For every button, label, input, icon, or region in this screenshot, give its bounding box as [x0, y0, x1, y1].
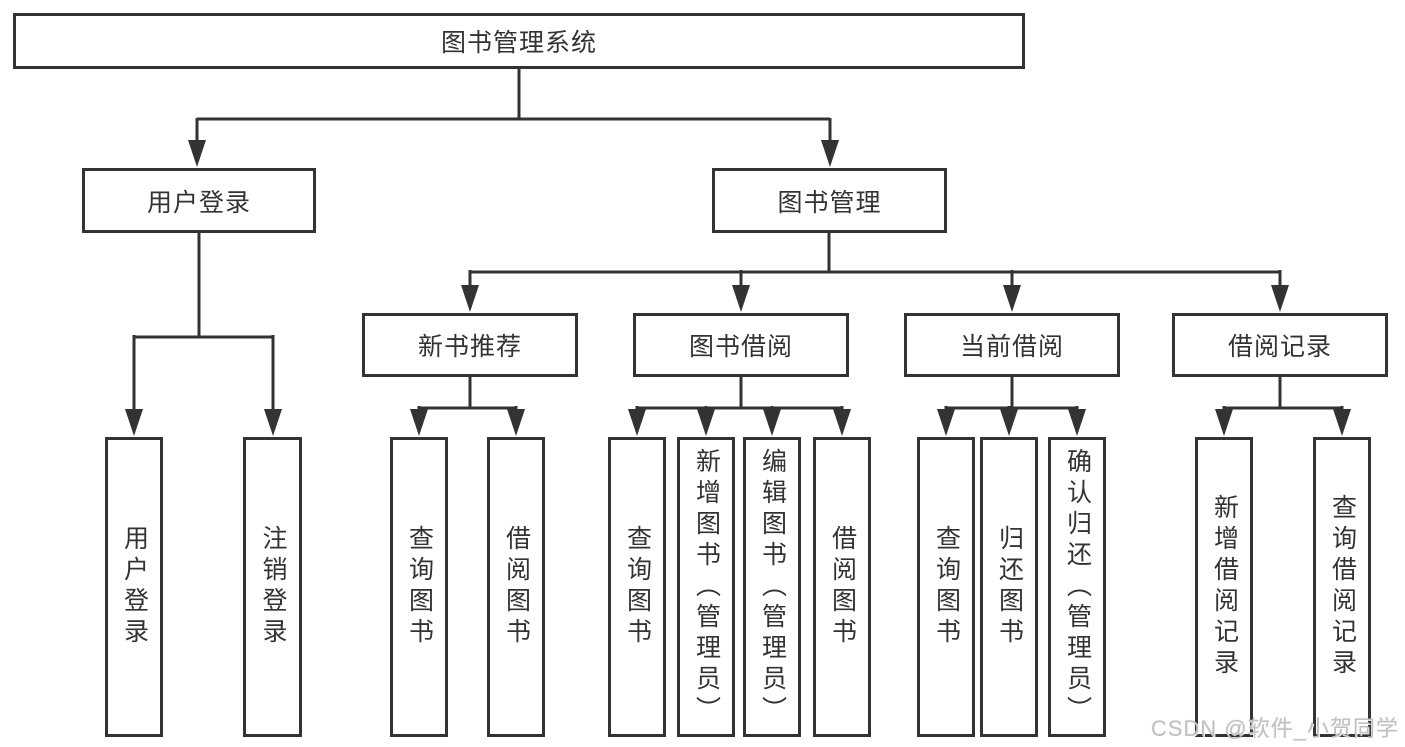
- arrowheads: [125, 140, 1351, 436]
- node-new-book-recommend-label: 新书推荐: [417, 333, 522, 361]
- connector-root-branch: [195, 68, 832, 145]
- leaf-return-books-label: 归还图书: [995, 525, 1024, 649]
- leaf-query-books-2-label: 查询图书: [623, 525, 652, 649]
- leaf-add-borrow-record-label: 新增借阅记录: [1210, 494, 1239, 680]
- arrow-to-leaf-borrow-books-2: [833, 409, 851, 436]
- connector-new-book-recommend-branch: [417, 376, 518, 416]
- leaf-add-book-admin-label: 新增图书（管理员）: [692, 447, 721, 727]
- connector-book-borrowing-branch: [635, 376, 844, 416]
- leaf-confirm-return-admin: 确认归还（管理员）: [1048, 437, 1106, 737]
- arrow-to-leaf-user-login: [125, 409, 143, 436]
- node-root: 图书管理系统: [13, 13, 1025, 69]
- arrow-to-leaf-logout: [264, 409, 282, 436]
- node-current-borrowing: 当前借阅: [904, 313, 1120, 377]
- node-borrowing-records: 借阅记录: [1172, 313, 1388, 377]
- node-root-label: 图书管理系统: [440, 29, 597, 57]
- leaf-edit-book-admin-label: 编辑图书（管理员）: [758, 447, 787, 727]
- leaf-return-books: 归还图书: [980, 437, 1038, 737]
- connector-book-management-branch: [468, 232, 1282, 290]
- arrow-to-book-borrowing: [732, 285, 750, 312]
- arrow-to-leaf-add-borrow-record: [1215, 409, 1233, 436]
- arrow-to-leaf-query-books-2: [628, 409, 646, 436]
- node-book-management-label: 图书管理: [777, 188, 882, 217]
- arrow-to-leaf-borrow-books-1: [507, 409, 525, 436]
- arrow-to-leaf-edit-book: [763, 409, 781, 436]
- leaf-query-books-3: 查询图书: [917, 437, 975, 737]
- leaf-query-books-3-label: 查询图书: [932, 525, 961, 649]
- arrow-to-leaf-query-borrow-record: [1333, 409, 1351, 436]
- leaf-borrow-books-2: 借阅图书: [813, 437, 871, 737]
- node-book-borrowing: 图书借阅: [633, 313, 849, 377]
- arrow-to-leaf-return-books: [1000, 409, 1018, 436]
- leaf-query-borrow-record: 查询借阅记录: [1313, 437, 1371, 737]
- csdn-watermark: CSDN @软件_小贺同学: [1150, 716, 1399, 741]
- leaf-user-login-label: 用户登录: [120, 525, 149, 649]
- leaf-borrow-books-1-label: 借阅图书: [502, 525, 531, 649]
- leaf-add-borrow-record: 新增借阅记录: [1195, 437, 1253, 737]
- node-book-borrowing-label: 图书借阅: [688, 333, 793, 361]
- arrow-to-leaf-query-books-3: [937, 409, 955, 436]
- connector-borrowing-records-branch: [1222, 376, 1344, 416]
- leaf-query-books-2: 查询图书: [608, 437, 666, 737]
- leaf-logout-label: 注销登录: [259, 525, 287, 649]
- node-user-login-label: 用户登录: [146, 188, 251, 217]
- arrow-to-user-login: [188, 140, 206, 167]
- node-book-management: 图书管理: [712, 168, 947, 233]
- arrow-to-leaf-add-book: [697, 409, 715, 436]
- leaf-logout: 注销登录: [243, 437, 302, 737]
- leaf-user-login: 用户登录: [105, 437, 163, 737]
- arrow-to-book-management: [821, 140, 839, 167]
- node-user-login: 用户登录: [82, 168, 316, 233]
- node-borrowing-records-label: 借阅记录: [1227, 333, 1332, 361]
- leaf-borrow-books-1: 借阅图书: [487, 437, 545, 737]
- arrow-to-new-book-recommend: [461, 285, 479, 312]
- leaf-query-borrow-record-label: 查询借阅记录: [1328, 494, 1357, 680]
- leaf-query-books-1-label: 查询图书: [405, 525, 434, 649]
- node-new-book-recommend: 新书推荐: [362, 313, 578, 377]
- arrow-to-current-borrowing: [1003, 285, 1021, 312]
- arrow-to-borrowing-records: [1271, 285, 1289, 312]
- leaf-confirm-return-admin-label: 确认归还（管理员）: [1063, 447, 1092, 727]
- node-current-borrowing-label: 当前借阅: [959, 333, 1064, 361]
- arrow-to-leaf-confirm-return: [1068, 409, 1086, 436]
- connector-user-login-branch: [132, 232, 275, 414]
- leaf-borrow-books-2-label: 借阅图书: [828, 525, 857, 649]
- arrow-to-leaf-query-books-1: [410, 409, 428, 436]
- leaf-add-book-admin: 新增图书（管理员）: [677, 437, 735, 737]
- leaf-query-books-1: 查询图书: [390, 437, 448, 737]
- leaf-edit-book-admin: 编辑图书（管理员）: [743, 437, 801, 737]
